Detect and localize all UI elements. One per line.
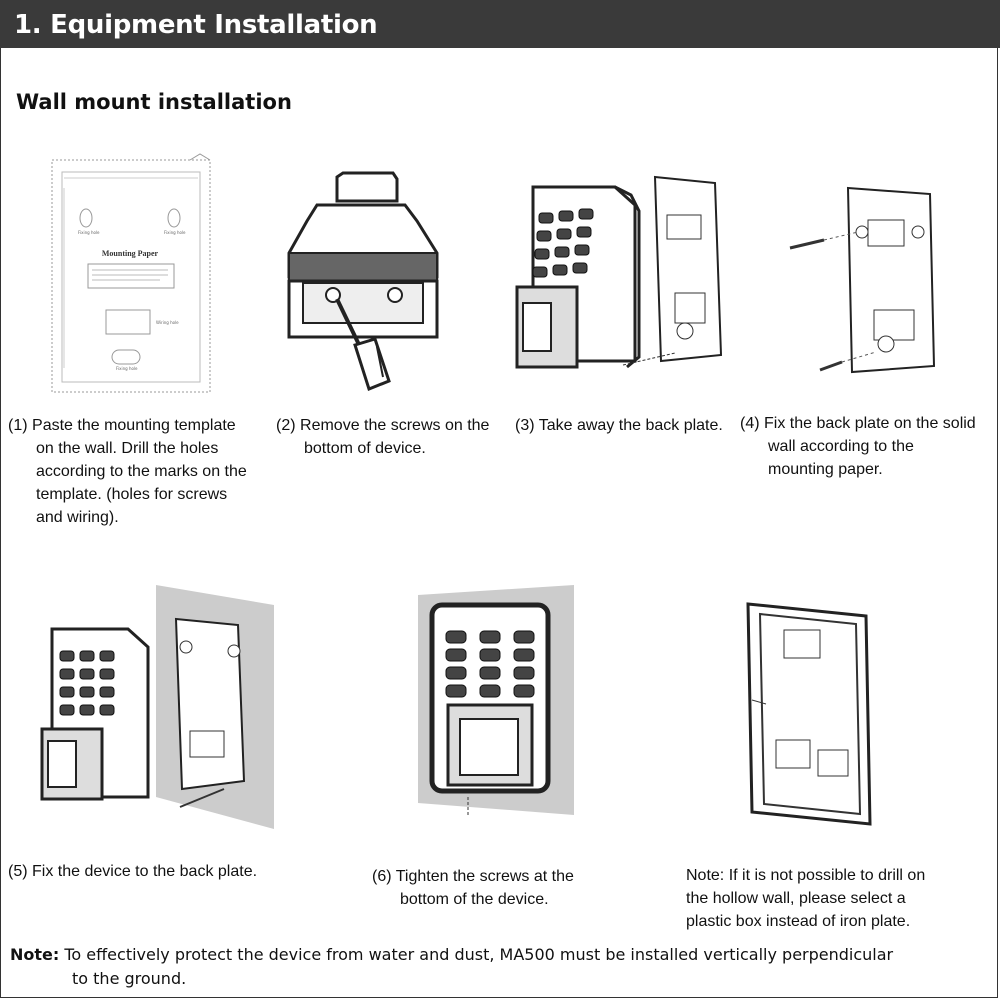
remove-screws-illustration bbox=[285, 165, 455, 395]
plastic-box-note-line-3: plastic box instead of iron plate. bbox=[686, 910, 986, 933]
step-6-line-2: bottom of the device. bbox=[372, 888, 622, 911]
template-fixing-hole-label-bottom: Fixing hole bbox=[116, 366, 138, 371]
plastic-box-note-line-2: the hollow wall, please select a bbox=[686, 887, 986, 910]
take-back-plate-illustration bbox=[515, 175, 740, 375]
header-bar: 1. Equipment Installation bbox=[0, 0, 1000, 48]
template-fixing-hole-label-left: Fixing hole bbox=[78, 230, 100, 235]
step-3-number: (3) bbox=[515, 417, 535, 434]
plastic-box-illustration bbox=[740, 600, 880, 830]
step-1-line-4: template. (holes for screws bbox=[8, 483, 278, 506]
step-1-line-1: Paste the mounting template bbox=[32, 417, 236, 434]
step-2-line-2: bottom of device. bbox=[276, 437, 516, 460]
template-wiring-hole-label: Wiring hole bbox=[156, 320, 179, 325]
step-1-caption: (1) Paste the mounting template on the w… bbox=[8, 414, 278, 529]
step-3-caption: (3) Take away the back plate. bbox=[515, 414, 745, 437]
step-5-number: (5) bbox=[8, 863, 28, 880]
step-4-line-2: wall according to the bbox=[740, 435, 998, 458]
step-1-line-5: and wiring). bbox=[8, 506, 278, 529]
footer-note: Note: To effectively protect the device … bbox=[10, 943, 995, 991]
plastic-box-note: Note: If it is not possible to drill on … bbox=[686, 864, 986, 933]
step-5-line-1: Fix the device to the back plate. bbox=[32, 863, 257, 880]
step-6-number: (6) bbox=[372, 868, 392, 885]
step-1-number: (1) bbox=[8, 417, 28, 434]
page-title: 1. Equipment Installation bbox=[14, 10, 377, 40]
step-3-line-1: Take away the back plate. bbox=[539, 417, 723, 434]
step-2-caption: (2) Remove the screws on the bottom of d… bbox=[276, 414, 516, 460]
mounting-template-illustration: Mounting Paper Fixing hole Fixing hole F… bbox=[50, 148, 220, 398]
footer-note-label: Note: bbox=[10, 945, 59, 964]
step-4-caption: (4) Fix the back plate on the solid wall… bbox=[740, 412, 998, 481]
tighten-screws-illustration bbox=[410, 585, 580, 830]
step-4-line-3: mounting paper. bbox=[740, 458, 998, 481]
step-2-number: (2) bbox=[276, 417, 296, 434]
step-5-caption: (5) Fix the device to the back plate. bbox=[8, 860, 308, 883]
step-2-line-1: Remove the screws on the bbox=[300, 417, 489, 434]
plastic-box-note-line-1: Note: If it is not possible to drill on bbox=[686, 864, 986, 887]
step-4-number: (4) bbox=[740, 415, 760, 432]
section-title: Wall mount installation bbox=[16, 90, 292, 114]
footer-note-line-1: To effectively protect the device from w… bbox=[64, 945, 893, 964]
step-6-line-1: Tighten the screws at the bbox=[396, 868, 574, 885]
step-4-line-1: Fix the back plate on the solid bbox=[764, 415, 976, 432]
step-1-line-3: according to the marks on the bbox=[8, 460, 278, 483]
step-6-caption: (6) Tighten the screws at the bottom of … bbox=[372, 865, 622, 911]
template-title: Mounting Paper bbox=[102, 249, 159, 258]
fix-device-illustration bbox=[38, 585, 278, 830]
step-1-line-2: on the wall. Drill the holes bbox=[8, 437, 278, 460]
fix-back-plate-illustration bbox=[780, 180, 960, 380]
template-fixing-hole-label-right: Fixing hole bbox=[164, 230, 186, 235]
footer-note-line-2: to the ground. bbox=[10, 967, 995, 991]
